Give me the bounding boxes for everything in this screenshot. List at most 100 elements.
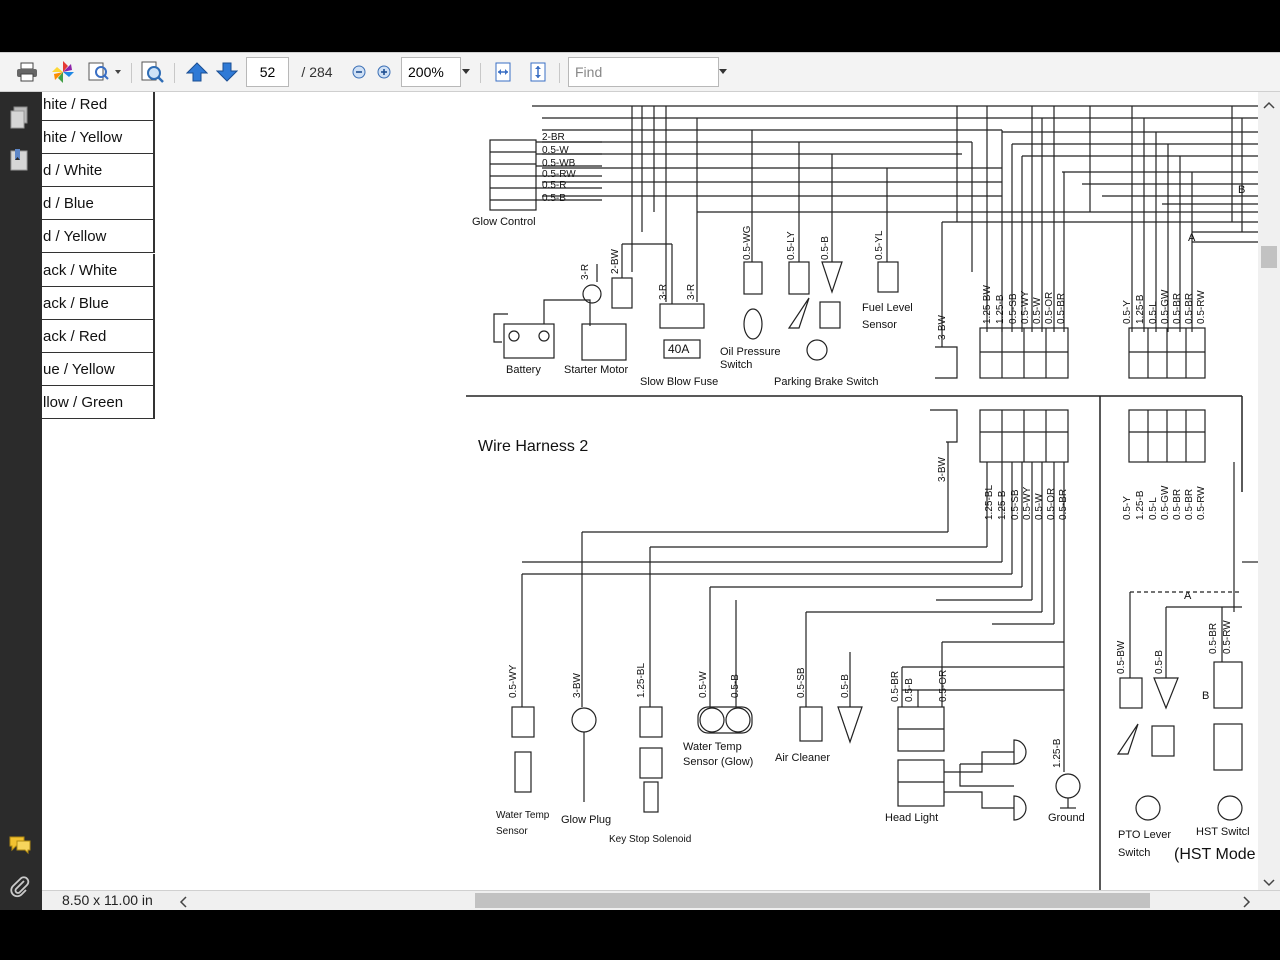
battery-label: Battery: [506, 364, 541, 376]
ground-label: Ground: [1048, 812, 1085, 824]
wire-label: 0.5-L: [1148, 497, 1159, 520]
wire-label: 0.5-W: [1034, 493, 1045, 520]
zoom-out-icon[interactable]: [349, 57, 369, 87]
wire-label: 0.5-B: [542, 193, 566, 204]
zoom-dropdown-icon[interactable]: [459, 57, 473, 87]
wire-label: 1.25-BL: [984, 484, 995, 520]
print-icon[interactable]: [12, 57, 42, 87]
horizontal-scroll-thumb[interactable]: [475, 893, 1150, 908]
scroll-right-icon[interactable]: [1243, 895, 1251, 913]
document-viewport: hite / Red hite / Yellow d / White d / B…: [42, 92, 1258, 890]
oil-pressure-switch-label: Oil Pressure Switch: [720, 346, 781, 371]
wire-label: 0.5-B: [820, 236, 831, 260]
starter-motor-label: Starter Motor: [564, 364, 629, 376]
left-sidebar: [0, 92, 42, 910]
wire-label: 0.5-Y: [1122, 300, 1133, 324]
vertical-scrollbar[interactable]: [1258, 92, 1280, 890]
wire-label: 0.5-Y: [1122, 496, 1133, 520]
wire-label: 1.25-B: [1135, 490, 1146, 520]
wire-label: 0.5-R: [542, 180, 567, 191]
glow-plug-label: Glow Plug: [561, 814, 612, 826]
pages-panel-icon[interactable]: [9, 106, 31, 130]
fit-page-icon[interactable]: [524, 57, 552, 87]
wire-label: 2-BW: [610, 249, 621, 274]
wire-label: 2-BR: [542, 132, 565, 143]
legend-row: llow / Green: [42, 386, 155, 419]
fuse-rating-label: 40A: [668, 342, 690, 356]
wire-label: 0.5-W: [1032, 297, 1043, 324]
toolbar-separator: [131, 63, 132, 83]
zoom-in-icon[interactable]: [374, 57, 394, 87]
wire-label: 0.5-RW: [542, 169, 576, 180]
toolbar-separator: [174, 63, 175, 83]
wire-label: 0.5-W: [542, 145, 569, 156]
comments-panel-icon[interactable]: [8, 834, 32, 856]
legend-row: ack / Blue: [42, 287, 155, 320]
toolbar-separator: [559, 63, 560, 83]
marker-a: A: [1188, 232, 1196, 244]
wire-label: 3-BW: [937, 457, 948, 482]
wire-label: 0.5-B: [730, 674, 741, 698]
wire-label: 1.25-BL: [636, 662, 647, 698]
wire-label: 0.5-RW: [1196, 486, 1207, 520]
wire-label: 1.25-B: [997, 490, 1008, 520]
toolbar-separator: [480, 63, 481, 83]
wire-harness-2-title: Wire Harness 2: [478, 438, 589, 455]
marker-a: A: [1184, 590, 1192, 602]
water-temp-sensor-label: Water Temp Sensor: [496, 810, 550, 837]
legend-row: hite / Yellow: [42, 121, 155, 154]
previous-page-icon[interactable]: [183, 57, 211, 87]
document-search-icon[interactable]: [137, 57, 167, 87]
status-bar: 8.50 x 11.00 in: [42, 890, 1280, 910]
legend-row: hite / Red: [42, 92, 155, 121]
fuel-level-sensor-label: Fuel Level Sensor: [862, 302, 913, 331]
wire-label: 0.5-SB: [1010, 489, 1021, 520]
wire-label: 0.5-RW: [1196, 290, 1207, 324]
legend-row: ack / White: [42, 254, 155, 287]
wire-label: 1.25-B: [1135, 294, 1146, 324]
page-number-input[interactable]: 52: [246, 57, 289, 87]
zoom-tool-icon[interactable]: [84, 57, 124, 87]
key-stop-solenoid-label: Key Stop Solenoid: [609, 834, 692, 845]
wire-label: 0.5-WG: [742, 225, 753, 260]
wire-label: 0.5-WY: [1020, 290, 1031, 324]
find-dropdown-icon[interactable]: [716, 57, 730, 87]
wire-label: 1.25-B: [995, 294, 1006, 324]
wire-label: 0.5-LY: [786, 231, 797, 260]
wire-label: 0.5-B: [904, 678, 915, 702]
wire-label: 0.5-WB: [542, 158, 576, 169]
wire-color-legend: hite / Red hite / Yellow d / White d / B…: [42, 92, 157, 420]
legend-row: d / White: [42, 154, 155, 187]
wire-label: 0.5-BR: [1172, 488, 1183, 520]
scroll-left-icon[interactable]: [179, 895, 187, 913]
wire-label: 0.5-OR: [1046, 487, 1057, 520]
wire-label: 1.25-BW: [982, 285, 993, 324]
vertical-scroll-thumb[interactable]: [1261, 246, 1277, 268]
wire-label: 0.5-BR: [1208, 622, 1219, 654]
wire-label: 0.5-L: [1148, 301, 1159, 324]
wire-label: 0.5-B: [1154, 650, 1165, 674]
zoom-level-input[interactable]: 200%: [401, 57, 461, 87]
hst-mode-label: (HST Mode: [1174, 846, 1256, 863]
pinwheel-icon[interactable]: [48, 57, 78, 87]
wire-label: 0.5-B: [840, 674, 851, 698]
next-page-icon[interactable]: [213, 57, 241, 87]
wire-label: 0.5-BR: [1184, 292, 1195, 324]
attachments-panel-icon[interactable]: [10, 876, 30, 898]
wiring-diagram: [466, 105, 1258, 890]
page-total: / 284: [301, 64, 333, 80]
bookmarks-panel-icon[interactable]: [9, 148, 31, 172]
scroll-up-icon[interactable]: [1263, 96, 1275, 114]
glow-control-label: Glow Control: [472, 216, 536, 228]
legend-row: ue / Yellow: [42, 353, 155, 386]
wire-label: 0.5-BR: [890, 670, 901, 702]
find-input[interactable]: Find: [568, 57, 719, 87]
scroll-down-icon[interactable]: [1263, 874, 1275, 892]
wire-label: 3-R: [686, 283, 697, 300]
fit-width-icon[interactable]: [489, 57, 517, 87]
wire-label: 0.5-GW: [1160, 485, 1171, 520]
wire-label: 0.5-OR: [1044, 291, 1055, 324]
wire-label: 0.5-W: [698, 671, 709, 698]
wire-label: 3-R: [658, 283, 669, 300]
head-light-label: Head Light: [885, 812, 939, 824]
